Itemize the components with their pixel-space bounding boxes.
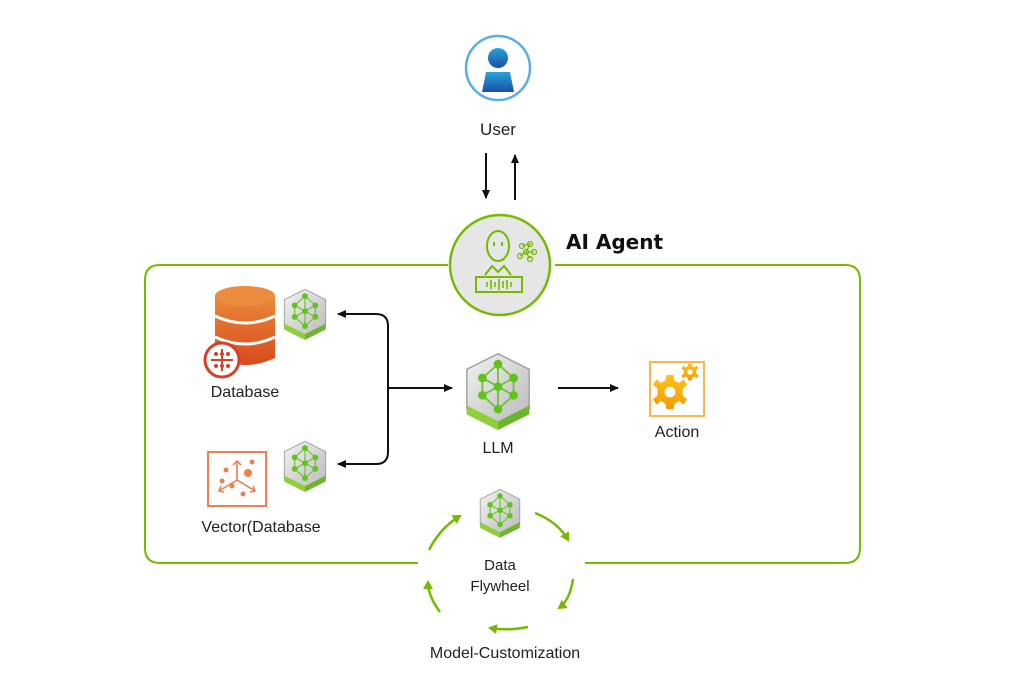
arrow-to-database: [337, 310, 389, 388]
gears-icon[interactable]: [649, 361, 705, 417]
flywheel-nim-cube-icon[interactable]: [479, 488, 521, 538]
data-flywheel-label-line1: Data: [484, 557, 516, 574]
data-flywheel-label-line2: Flywheel: [470, 578, 530, 595]
cycle-arrow-1: [534, 511, 570, 542]
cycle-arrow-2: [557, 578, 575, 610]
database-label: Database: [210, 384, 280, 401]
cycle-arrow-3: [488, 624, 529, 635]
database-icon[interactable]: [203, 286, 276, 379]
ai-agent-icon[interactable]: [448, 213, 552, 317]
agent-boundary: [144, 264, 861, 564]
user-icon[interactable]: [464, 34, 532, 102]
ai-agent-title: AI Agent: [566, 230, 664, 254]
cycle-arrow-5: [427, 514, 462, 551]
vector-database-icon[interactable]: [207, 451, 267, 507]
user-label: User: [480, 120, 516, 139]
cycle-arrow-4: [423, 580, 442, 613]
arrow-to-vector-database: [337, 388, 389, 468]
flywheel-cycle-arrows: [423, 511, 575, 635]
database-nim-cube-icon[interactable]: [283, 288, 327, 340]
model-customization-label: Model-Customization: [429, 645, 581, 662]
vector-database-label: Vector(Database: [201, 519, 321, 536]
llm-nim-cube-icon[interactable]: [465, 352, 531, 430]
llm-label: LLM: [482, 440, 514, 457]
vector-database-nim-cube-icon[interactable]: [283, 440, 327, 492]
action-label: Action: [654, 424, 700, 441]
